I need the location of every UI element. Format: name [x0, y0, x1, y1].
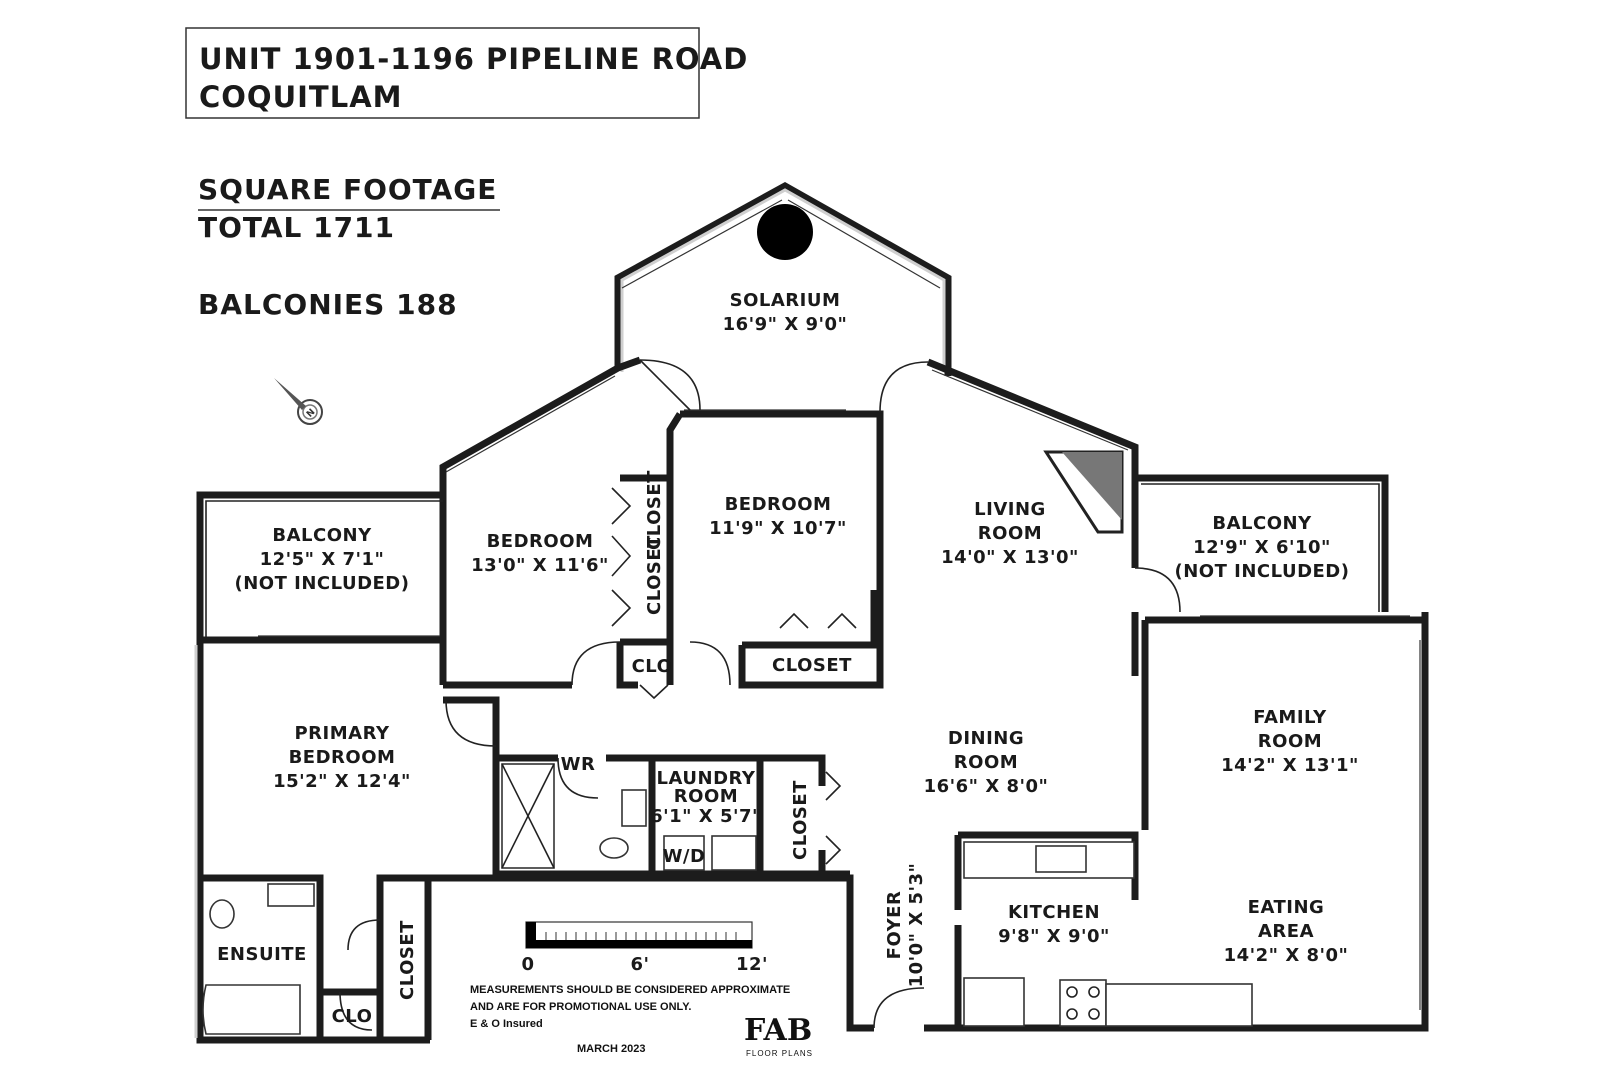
washer-dryer-label: W/D	[663, 846, 706, 867]
balcony-left-note: (NOT INCLUDED)	[235, 573, 410, 594]
fab-logo-icon: FAB FLOOR PLANS	[744, 1013, 813, 1058]
balcony-right-note: (NOT INCLUDED)	[1175, 561, 1350, 582]
walls	[194, 181, 1429, 1044]
balcony-right-name: BALCONY	[1212, 513, 1312, 534]
scale-label-0: 0	[521, 954, 534, 975]
disclaimer: MEASUREMENTS SHOULD BE CONSIDERED APPROX…	[470, 984, 790, 1055]
windows	[258, 199, 1421, 1010]
scale-bar: 0 6' 12'	[521, 921, 768, 975]
room-labels: SOLARIUM 16'9" X 9'0" BEDROOM 11'9" X 10…	[217, 290, 1359, 988]
closet-vertical-a: CLOSET	[644, 535, 665, 615]
kitchen-name: KITCHEN	[1008, 902, 1100, 923]
balcony-left-name: BALCONY	[272, 525, 372, 546]
logo-mark: FAB	[744, 1013, 812, 1048]
bedroom-right-name: BEDROOM	[725, 494, 832, 515]
living-name-1: LIVING	[974, 499, 1046, 520]
eating-name-1: EATING	[1248, 897, 1325, 918]
living-name-2: ROOM	[978, 523, 1042, 544]
north-arrow-icon: N	[274, 378, 323, 425]
ensuite-name: ENSUITE	[217, 944, 307, 965]
title-address: UNIT 1901-1196 PIPELINE ROAD	[199, 42, 748, 76]
dining-name-1: DINING	[948, 728, 1024, 749]
laundry-dims: 6'1" X 5'7"	[650, 806, 762, 827]
balcony-right-dims: 12'9" X 6'10"	[1193, 537, 1331, 558]
foyer-dims: 10'0" X 5'3"	[906, 863, 927, 988]
bedroom-right-dims: 11'9" X 10'7"	[709, 518, 847, 539]
foyer-name: FOYER	[884, 891, 905, 960]
dining-dims: 16'6" X 8'0"	[924, 776, 1049, 797]
closet-ensuite: CLOSET	[397, 920, 418, 1000]
wr-name: WR	[561, 754, 596, 775]
closet-laundry: CLOSET	[790, 780, 811, 860]
family-dims: 14'2" X 13'1"	[1221, 755, 1359, 776]
scale-label-6: 6'	[630, 954, 649, 975]
closet-clo-top: CLO	[632, 656, 673, 677]
area-summary: SQUARE FOOTAGE TOTAL 1711 BALCONIES 188	[198, 173, 500, 321]
fixtures	[202, 204, 1253, 1035]
dining-name-2: ROOM	[954, 752, 1018, 773]
solarium-name: SOLARIUM	[730, 290, 841, 311]
light-fixture-icon	[757, 204, 813, 260]
family-name-2: ROOM	[1258, 731, 1322, 752]
family-name-1: FAMILY	[1253, 707, 1327, 728]
bedroom-left-name: BEDROOM	[487, 531, 594, 552]
doors	[339, 359, 1181, 1031]
closet-bedroom-right: CLOSET	[772, 655, 852, 676]
laundry-name-2: ROOM	[674, 786, 738, 807]
primary-name-2: BEDROOM	[289, 747, 396, 768]
laundry-name-1: LAUNDRY	[657, 768, 756, 789]
disclaimer-line-1: MEASUREMENTS SHOULD BE CONSIDERED APPROX…	[470, 984, 790, 996]
closet-labels: CLOSET CLOSET CLO CLOSET CLOSET CLOSET C…	[332, 470, 852, 1027]
title-block: UNIT 1901-1196 PIPELINE ROAD COQUITLAM	[185, 27, 748, 119]
scale-label-12: 12'	[736, 954, 768, 975]
disclaimer-line-3: E & O Insured	[470, 1018, 543, 1030]
kitchen-dims: 9'8" X 9'0"	[998, 926, 1110, 947]
closet-vertical-b: CLOSET	[644, 470, 665, 550]
closet-clo-ensuite: CLO	[332, 1006, 373, 1027]
plan-date: MARCH 2023	[577, 1043, 645, 1055]
bedroom-left-dims: 13'0" X 11'6"	[471, 555, 609, 576]
eating-dims: 14'2" X 8'0"	[1224, 945, 1349, 966]
solarium-dims: 16'9" X 9'0"	[723, 314, 848, 335]
primary-name-1: PRIMARY	[294, 723, 389, 744]
living-dims: 14'0" X 13'0"	[941, 547, 1079, 568]
disclaimer-line-2: AND ARE FOR PROMOTIONAL USE ONLY.	[470, 1001, 691, 1013]
balcony-left-dims: 12'5" X 7'1"	[260, 549, 385, 570]
logo-sub: FLOOR PLANS	[746, 1049, 813, 1058]
area-total: TOTAL 1711	[198, 211, 395, 244]
eating-name-2: AREA	[1258, 921, 1314, 942]
title-city: COQUITLAM	[199, 80, 403, 114]
primary-dims: 15'2" X 12'4"	[273, 771, 411, 792]
area-heading: SQUARE FOOTAGE	[198, 173, 497, 206]
area-balconies: BALCONIES 188	[198, 288, 458, 321]
